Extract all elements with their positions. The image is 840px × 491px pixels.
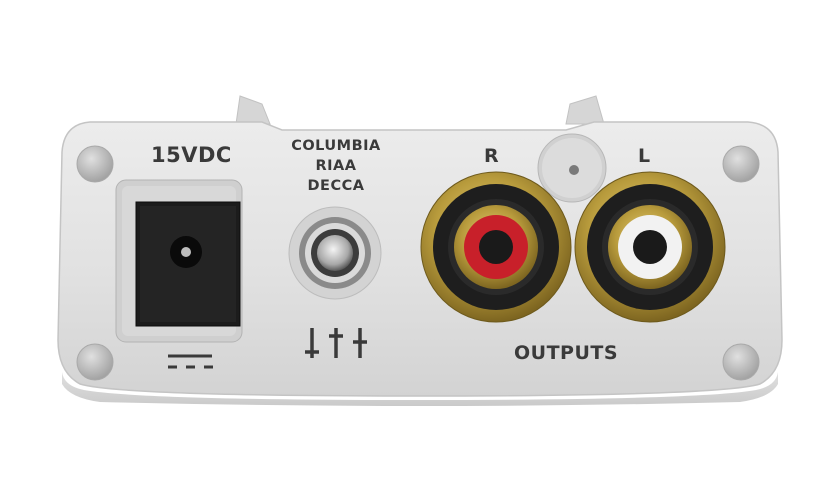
outputs-label: OUTPUTS [514,342,619,364]
screw-icon [76,145,114,183]
eq-mode-labels: COLUMBIA RIAA DECCA [284,136,388,196]
equalizer-symbol-icon [305,328,367,358]
screw-icon [722,145,760,183]
rca-jack-left[interactable] [574,171,726,323]
screw-icon [76,343,114,381]
eq-mode-decca: DECCA [307,178,365,194]
left-channel-label: L [638,145,651,167]
power-input-label: 15VDC [151,143,232,167]
screw-icon [722,343,760,381]
dc-jack-icon[interactable] [115,179,243,343]
eq-mode-columbia: COLUMBIA [291,138,381,154]
toggle-switch-icon[interactable] [288,206,382,300]
rca-jack-right[interactable] [420,171,572,323]
eq-mode-riaa: RIAA [315,158,357,174]
right-channel-label: R [484,145,500,167]
dc-power-symbol-icon [168,354,213,369]
ground-screw-icon [537,133,607,203]
